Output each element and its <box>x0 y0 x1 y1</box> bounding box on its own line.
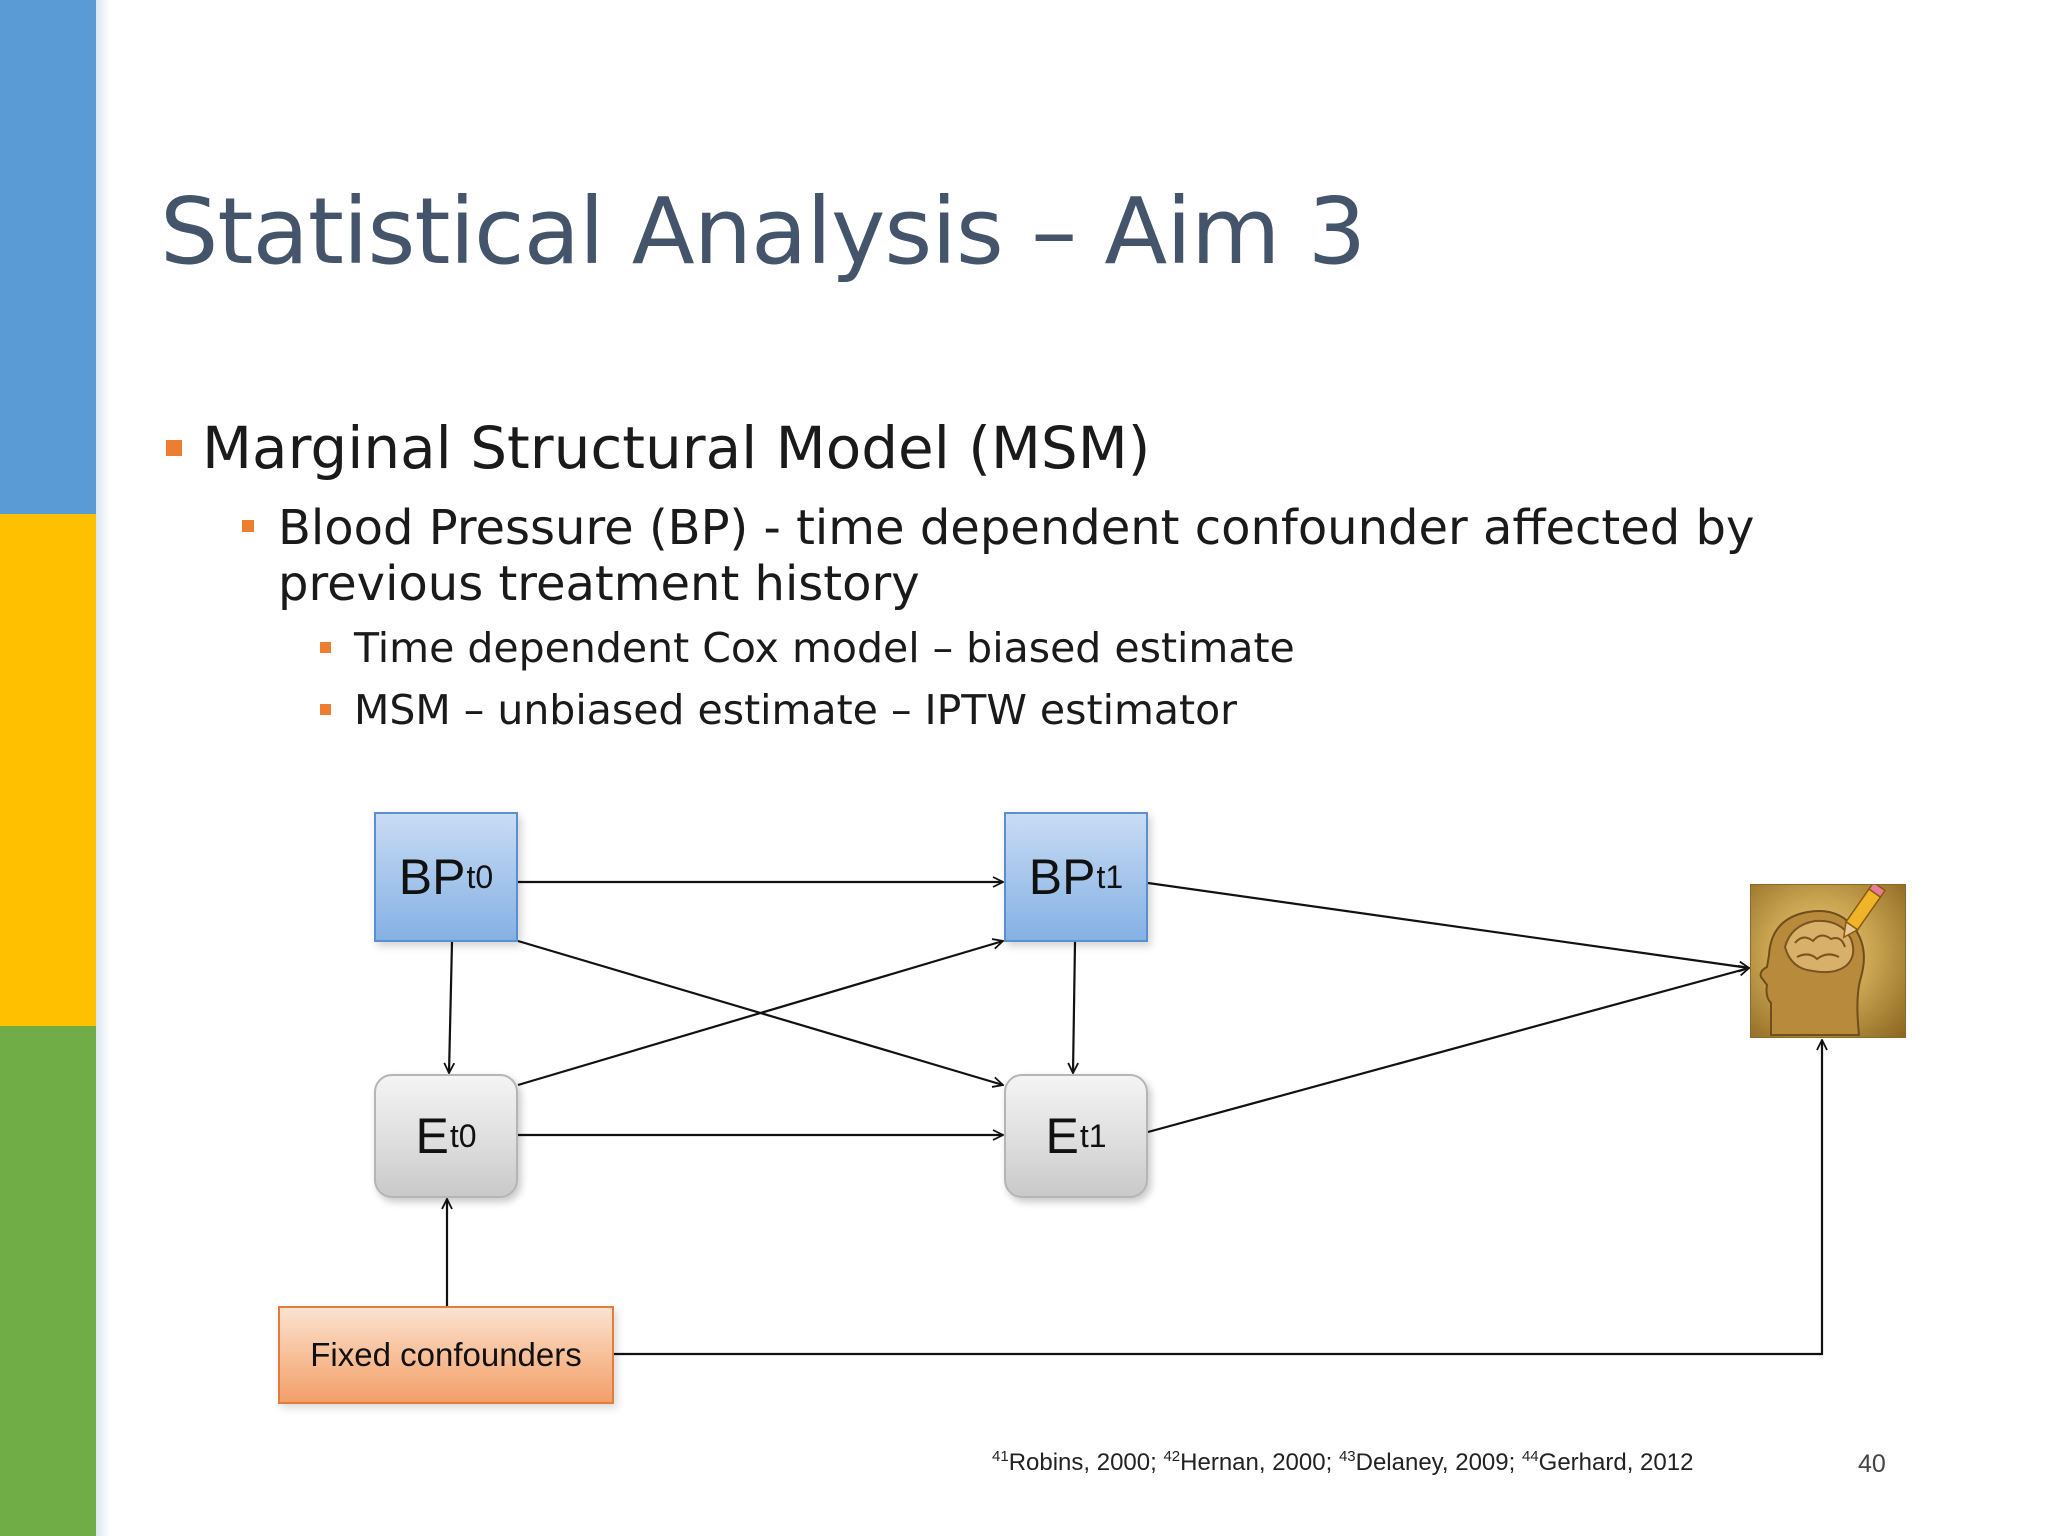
node-e-t1-subscript: t1 <box>1079 1117 1107 1154</box>
edge-bpt1-et1 <box>1073 941 1075 1073</box>
slide-title: Statistical Analysis – Aim 3 <box>160 178 1366 285</box>
ref-number: 44 <box>1521 1448 1539 1465</box>
page-number: 40 <box>1858 1450 1886 1478</box>
bullet-marker <box>320 642 331 653</box>
brain-head-pencil-icon <box>1750 884 1906 1038</box>
node-bp-t0-label: BP <box>398 849 466 905</box>
node-e-t0-label: E <box>415 1108 449 1164</box>
node-e-t0-subscript: t0 <box>449 1117 477 1154</box>
ref-number: 43 <box>1338 1448 1356 1465</box>
ref-text: Gerhard, 2012 <box>1538 1449 1694 1476</box>
node-bp-t1-label: BP <box>1028 849 1096 905</box>
edge-bpt1-outcome <box>1147 881 1749 968</box>
outcome-illustration <box>1759 885 1887 1036</box>
ref-text: Hernan, 2000; <box>1180 1449 1339 1476</box>
edge-fixed-outcome <box>614 1040 1822 1356</box>
bullet-level2-text: Blood Pressure (BP) - time dependent con… <box>278 500 1755 612</box>
edge-bpt0-et1 <box>517 939 1003 1085</box>
ref-text: Delaney, 2009; <box>1355 1449 1522 1476</box>
bullet-marker <box>166 440 182 456</box>
sidebar-band-blue <box>0 0 96 514</box>
node-bp-t0-subscript: t0 <box>466 858 494 895</box>
sidebar-color-bands <box>0 0 96 1536</box>
sidebar-band-green <box>0 1026 96 1536</box>
node-bp-t1-subscript: t1 <box>1096 858 1124 895</box>
edge-et1-outcome <box>1147 968 1749 1134</box>
node-e-t1-label: E <box>1045 1108 1079 1164</box>
ref-number: 42 <box>1163 1448 1181 1465</box>
sidebar-shadow <box>96 0 110 1536</box>
bullet-marker <box>242 520 254 532</box>
ref-number: 41 <box>992 1448 1009 1465</box>
edge-bpt0-et0 <box>449 941 452 1073</box>
node-fixed-confounders-label: Fixed confounders <box>310 1336 582 1373</box>
sidebar-band-yellow <box>0 514 96 1026</box>
bullet-level3-text: MSM – unbiased estimate – IPTW estimator <box>354 686 1238 734</box>
references-footnote: 41Robins, 2000; 42Hernan, 2000; 43Delane… <box>992 1448 1693 1477</box>
node-fixed-confounders: Fixed confounders <box>278 1306 614 1404</box>
bullet-marker <box>320 704 331 715</box>
edge-et0-bpt1 <box>517 941 1003 1087</box>
bullet-level3-text: Time dependent Cox model – biased estima… <box>354 624 1295 672</box>
bullet-level1-text: Marginal Structural Model (MSM) <box>202 414 1151 482</box>
ref-text: Robins, 2000; <box>1008 1449 1164 1476</box>
